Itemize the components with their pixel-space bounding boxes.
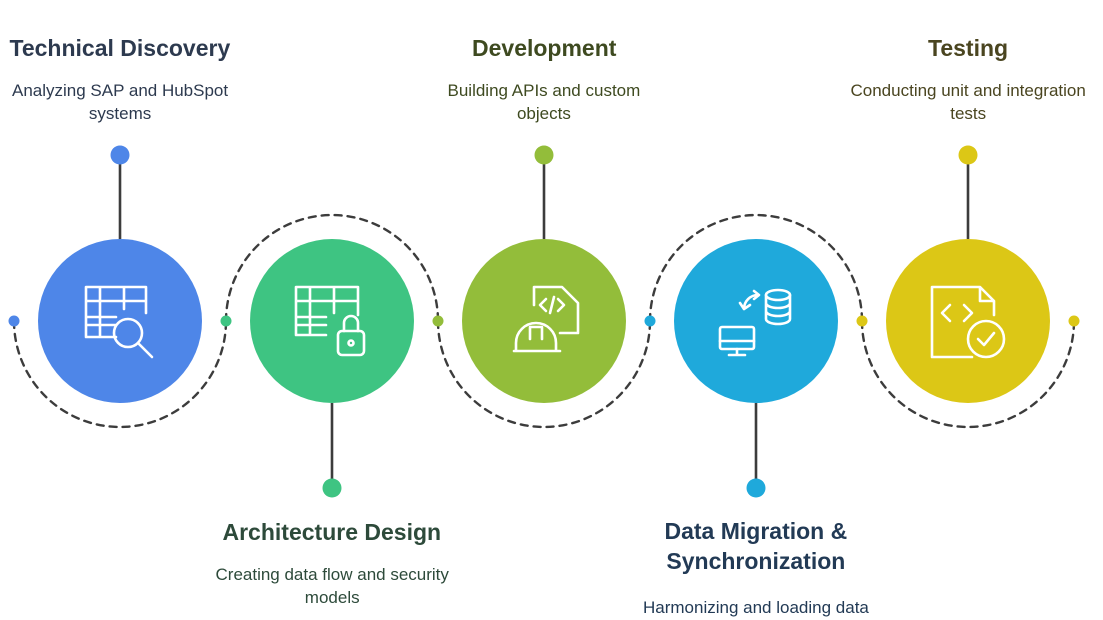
- junction-dot: [1068, 315, 1080, 327]
- stage-desc-line: objects: [516, 104, 571, 123]
- stage-title-data-migration: Data Migration & Synchronization: [665, 516, 848, 576]
- junction-dot: [644, 315, 656, 327]
- stage-desc-data-migration: Harmonizing and loading data: [643, 596, 869, 619]
- stage-desc-line: systems: [88, 104, 152, 123]
- stage-desc-line: Conducting unit and integration: [850, 81, 1086, 100]
- stage-development: [462, 145, 626, 403]
- code-file-check-icon: [930, 285, 1006, 359]
- stage-desc-testing: Conducting unit and integration tests: [851, 79, 1086, 125]
- stage-title-line: Development: [472, 35, 617, 61]
- stage-circle: [462, 239, 626, 403]
- stage-desc-line: tests: [950, 104, 987, 123]
- junction-dot: [432, 315, 444, 327]
- stage-circle: [250, 239, 414, 403]
- stage-desc-technical-discovery: Analyzing SAP and HubSpot systems: [12, 79, 228, 125]
- stage-title-line: Testing: [928, 35, 1009, 61]
- stage-title-technical-discovery: Technical Discovery: [10, 33, 231, 63]
- stage-title-line: Synchronization: [666, 548, 846, 574]
- stage-desc-line: Creating data flow and security: [215, 565, 449, 584]
- database-sync-icon: [718, 288, 792, 357]
- stage-desc-line: Analyzing SAP and HubSpot: [12, 81, 229, 100]
- stage-title-architecture-design: Architecture Design: [223, 517, 442, 547]
- connector-dot: [534, 145, 554, 165]
- table-search-icon: [84, 285, 154, 359]
- connector-dot: [110, 145, 130, 165]
- stage-title-line: Architecture Design: [222, 519, 442, 545]
- stage-technical-discovery: [38, 145, 202, 403]
- stage-desc-development: Building APIs and custom objects: [448, 79, 641, 125]
- stage-testing: [886, 145, 1050, 403]
- stage-data-migration: [674, 239, 838, 498]
- stage-desc-line: models: [304, 588, 360, 607]
- stage-desc-line: Building APIs and custom: [447, 81, 641, 100]
- connector-dot: [958, 145, 978, 165]
- stage-title-line: Technical Discovery: [9, 35, 231, 61]
- stage-desc-line: Harmonizing and loading data: [643, 598, 869, 617]
- junction-dot: [8, 315, 20, 327]
- stage-title-line: Data Migration &: [664, 518, 848, 544]
- stage-circle: [674, 239, 838, 403]
- stage-circle: [886, 239, 1050, 403]
- table-lock-icon: [294, 285, 366, 357]
- junction-dot: [220, 315, 232, 327]
- code-hardhat-icon: [512, 285, 580, 353]
- stage-title-testing: Testing: [928, 33, 1008, 63]
- connector-dot: [322, 478, 342, 498]
- stage-desc-architecture-design: Creating data flow and security models: [216, 563, 449, 609]
- stage-title-development: Development: [472, 33, 616, 63]
- connector-dot: [746, 478, 766, 498]
- junction-dot: [856, 315, 868, 327]
- stage-architecture-design: [250, 239, 414, 498]
